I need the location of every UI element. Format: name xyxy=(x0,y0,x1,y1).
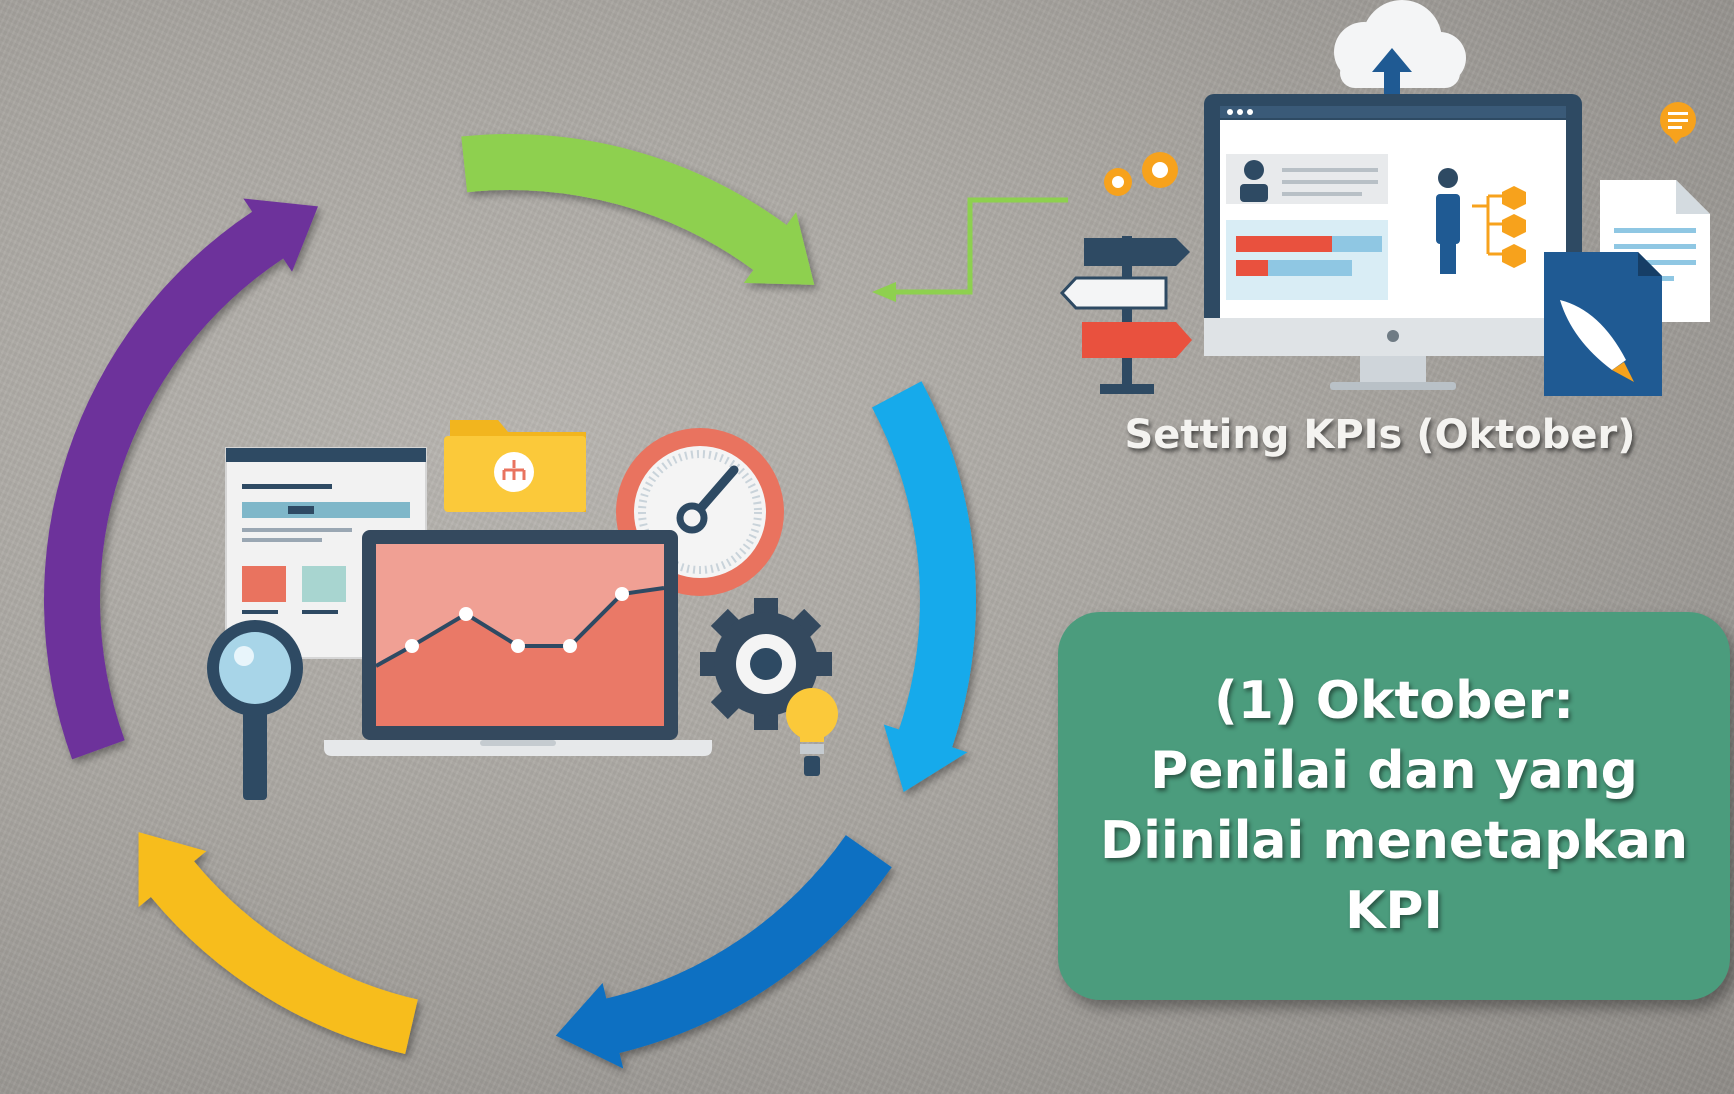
kpi-setting-caption: Setting KPIs (Oktober) xyxy=(1124,412,1636,458)
cycle-arrows xyxy=(43,134,976,1069)
analytics-illustration xyxy=(207,420,838,800)
green-arrow xyxy=(461,134,815,285)
note-line-4: KPI xyxy=(1345,881,1443,941)
yellow-arrow xyxy=(138,832,418,1055)
kpi-monitor-illustration xyxy=(1059,0,1710,396)
small-gears-icon xyxy=(1104,152,1178,196)
analytics-laptop-icon xyxy=(324,530,712,756)
cloud-upload-icon xyxy=(1334,0,1466,100)
lightbulb-icon xyxy=(786,688,838,776)
folder-icon xyxy=(444,420,586,512)
chat-bubble-icon xyxy=(1660,102,1696,144)
purple-arrow xyxy=(43,198,318,760)
gear-icon xyxy=(700,598,832,730)
rocket-icon xyxy=(1544,252,1662,396)
note-line-3: Diinilai menetapkan xyxy=(1099,811,1689,871)
magnifier-icon xyxy=(207,620,303,800)
connector-arrow xyxy=(872,197,1068,302)
signpost-icon xyxy=(1059,236,1192,394)
note-line-2: Penilai dan yang xyxy=(1150,741,1638,801)
kpi-monitor-icon xyxy=(1204,94,1582,390)
note-line-1: (1) Oktober: xyxy=(1213,671,1575,731)
step-note-box: (1) Oktober: Penilai dan yang Diinilai m… xyxy=(1058,612,1730,1000)
blue-arrow xyxy=(555,835,892,1069)
cyan-arrow xyxy=(872,381,976,793)
